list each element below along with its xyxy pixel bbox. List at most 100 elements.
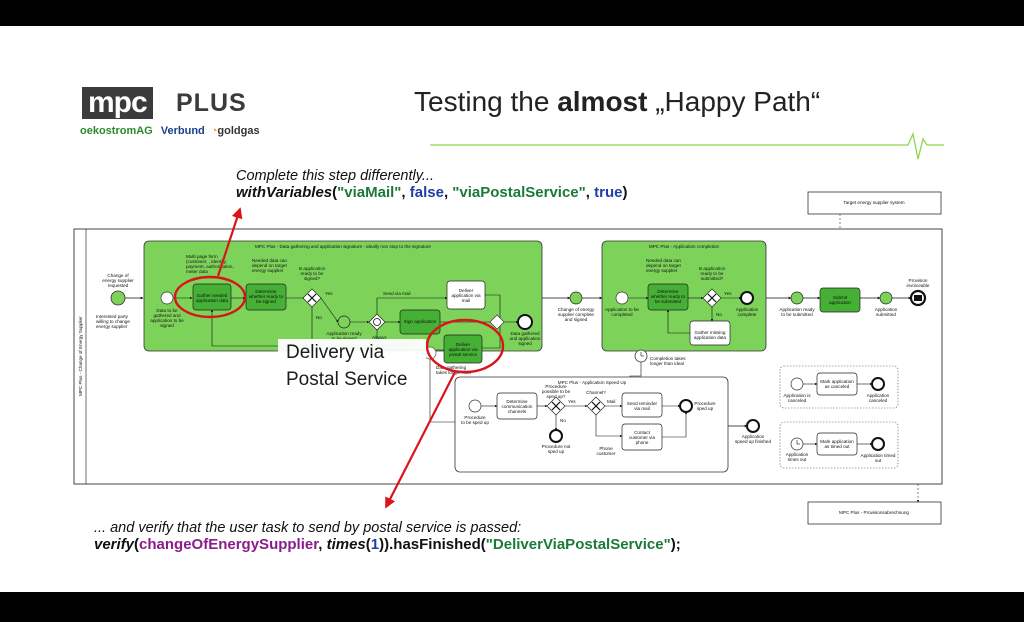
task-deliver-postal xyxy=(443,334,483,364)
partner-goldgas: goldgas xyxy=(217,125,260,137)
external-pool-bottom xyxy=(807,501,942,525)
external-pool-top xyxy=(807,191,942,215)
start-event xyxy=(110,290,126,306)
gateway3-no: No xyxy=(560,418,566,423)
end-procedure-not xyxy=(549,429,563,443)
gateway4-mail: Mail xyxy=(607,399,615,404)
sub2-end xyxy=(740,291,754,305)
annotation-top-code: withVariables("viaMail", false, "viaPost… xyxy=(236,184,628,201)
task-send-reminder xyxy=(621,392,663,418)
intermediate-ready-submit xyxy=(790,291,804,305)
callout-delivery-postal: Delivery via Postal Service xyxy=(278,339,426,407)
partner-verbund: Verbund xyxy=(160,125,205,137)
intermediate-ready-signed xyxy=(337,315,351,329)
arrow-to-top-annotation xyxy=(216,207,243,277)
annotation-top: Complete this step differently... withVa… xyxy=(236,168,627,201)
canceled-end xyxy=(871,377,885,391)
partner-oekostrom: oekostromAG xyxy=(80,125,153,137)
external-pool-bottom-label: MPC Plus - Provisionsabrechnung xyxy=(839,510,909,515)
callout-line1: Delivery via xyxy=(286,342,385,363)
arrow-to-bottom-annotation xyxy=(385,371,456,509)
annotation-top-text: Complete this step differently... xyxy=(236,168,434,184)
gateway-always: Always xyxy=(372,335,387,340)
gateway1-yes: Yes xyxy=(325,291,333,296)
timed-out-end xyxy=(871,437,885,451)
external-pool-top-label: Target energy supplier system xyxy=(843,200,904,205)
flow-send-mail: Send via mail xyxy=(383,291,411,296)
highlight-gather-task xyxy=(173,275,247,319)
intermediate-change-complete xyxy=(569,291,583,305)
subprocess-data-gathering-title: MPC Plus - Data gathering and applicatio… xyxy=(255,244,431,249)
plus-logo-text: PLUS xyxy=(176,89,247,117)
slide-title: Testing the almost „Happy Path“ xyxy=(414,86,821,117)
task-sign-application-label: Sign application xyxy=(404,319,437,324)
gateway2-yes: Yes xyxy=(724,291,732,296)
gateway2-no: No xyxy=(716,312,722,317)
header-pulse-line xyxy=(430,131,944,160)
subprocess-speed-up-title: MPC Plus - Application Speed Up xyxy=(558,380,627,385)
annotation-bottom: ... and verify that the user task to sen… xyxy=(94,520,681,553)
bpmn-diagram: Target energy supplier system MPC Plus -… xyxy=(73,131,944,525)
sub2-start xyxy=(615,291,629,305)
gateway4-question: Channel? xyxy=(586,390,606,395)
intermediate-submitted xyxy=(879,291,893,305)
gateway1-no: No xyxy=(316,315,322,320)
annotation-bottom-text: ... and verify that the user task to sen… xyxy=(94,520,522,536)
callout-line2: Postal Service xyxy=(286,369,408,390)
end-speed-up-finished xyxy=(746,419,760,433)
sub3-start xyxy=(468,399,482,413)
subprocess-application-completion-title: MPC Plus - Application completion xyxy=(649,244,720,249)
annotation-bottom-code: verify(changeOfEnergySupplier, times(1))… xyxy=(94,536,681,553)
end-procedure-sped-up xyxy=(679,399,693,413)
gateway3-yes: Yes xyxy=(568,399,576,404)
highlight-deliver-postal xyxy=(425,318,505,374)
sub1-end xyxy=(517,314,533,330)
sub1-start xyxy=(160,291,174,305)
task-submit-application xyxy=(819,287,861,313)
cancel-start xyxy=(790,377,804,391)
main-pool-label: MPC Plus - Change of Energy Supplier xyxy=(78,316,83,396)
mpc-logo: mpc xyxy=(82,87,153,119)
multi-page-note: Multi page form(customer, , identity,pay… xyxy=(186,254,234,274)
